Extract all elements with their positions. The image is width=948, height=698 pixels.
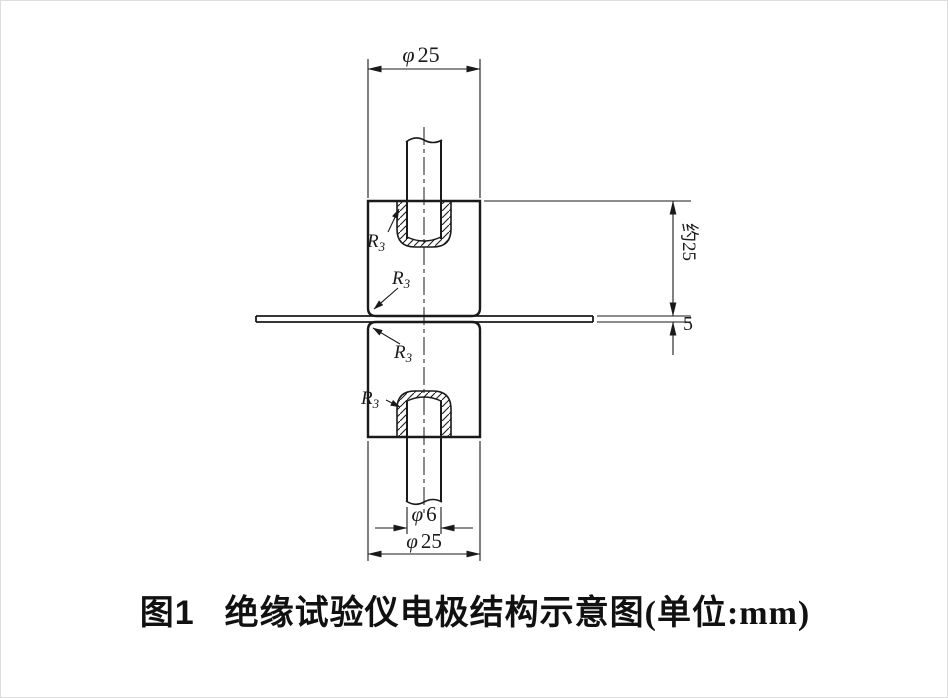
radius-callouts: [372, 208, 401, 408]
bottom-diameter-dimension: [367, 441, 481, 561]
r3-label-4: R3: [360, 388, 380, 411]
bottom-electrode-body: [366, 320, 482, 439]
top-shaft: [405, 137, 443, 242]
bottom-shaft: [405, 396, 443, 506]
r3-leader-4: [385, 399, 401, 408]
height-label: 约25: [678, 223, 700, 261]
caption-unit: (单位:mm): [644, 595, 811, 632]
figure-number: 图1: [139, 594, 195, 632]
phi-symbol: φ: [402, 42, 414, 67]
r3-label-2: R3: [391, 268, 411, 291]
shaft-diameter-dimension: [375, 507, 473, 534]
top-diameter-dimension: [367, 59, 481, 198]
plate-thickness-label: 5: [683, 313, 693, 335]
phi-symbol: φ: [411, 502, 423, 526]
top-electrode-hole-outline: [396, 201, 452, 248]
phi-symbol: φ: [406, 529, 418, 553]
r3-label-1: R3: [366, 231, 386, 254]
top-electrode-body: [366, 199, 482, 318]
r3-label-3: R3: [393, 342, 413, 365]
r3-leader-2: [373, 287, 399, 310]
caption-title: 绝缘试验仪电极结构示意图: [224, 594, 645, 632]
figure-caption: 图1 绝缘试验仪电极结构示意图(单位:mm): [1, 591, 947, 636]
r3-leader-3: [372, 327, 401, 345]
r3-leader-1: [387, 208, 400, 233]
height-dimension: [484, 200, 691, 355]
